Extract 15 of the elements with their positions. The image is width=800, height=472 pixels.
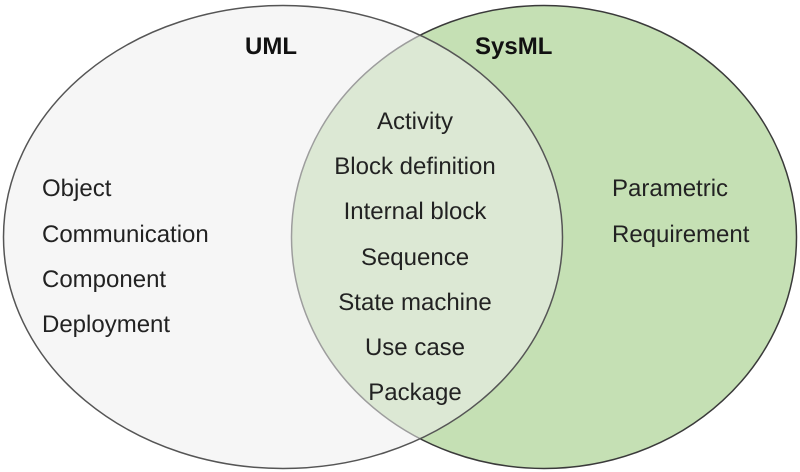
list-item: Requirement [612,221,750,249]
list-item: Block definition [334,153,496,181]
list-item: State machine [338,289,492,317]
list-item: Communication [42,221,209,249]
set-title: SysML [475,33,552,61]
list-item: Use case [364,334,466,362]
list-item: Component [42,266,166,294]
list-item: Package [368,379,462,407]
list-item: Object [42,175,112,203]
list-item: Activity [377,108,453,136]
list-item: Parametric [612,175,728,203]
list-item: Internal block [344,198,486,226]
list-item: Deployment [42,311,170,339]
set-title: UML [245,33,297,61]
list-item: Sequence [360,244,470,272]
